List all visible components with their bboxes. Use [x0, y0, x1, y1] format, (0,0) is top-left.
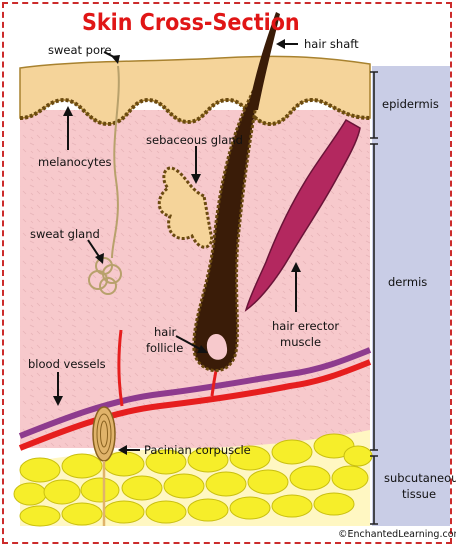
label-hair-erector-line1: hair erector	[272, 319, 339, 333]
diagram-title: Skin Cross-Section	[82, 10, 300, 36]
label-hair-erector-line2: muscle	[280, 335, 321, 349]
label-sebaceous-gland: sebaceous gland	[146, 133, 243, 147]
label-pacinian-corpuscle: Pacinian corpuscle	[144, 443, 251, 457]
hair-bulb	[206, 333, 228, 361]
label-sweat-pore: sweat pore	[48, 43, 112, 57]
label-dermis: dermis	[388, 275, 427, 289]
label-hair-follicle-line1: hair	[154, 325, 177, 339]
label-blood-vessels: blood vessels	[28, 357, 106, 371]
label-melanocytes: melanocytes	[38, 155, 112, 169]
credit-text: ©EnchantedLearning.com	[338, 529, 456, 540]
label-hair-shaft: hair shaft	[304, 37, 359, 51]
label-epidermis: epidermis	[382, 97, 439, 111]
label-subcutaneous-line1: subcutaneous	[384, 471, 456, 485]
label-sweat-gland: sweat gland	[30, 227, 100, 241]
label-subcutaneous-line2: tissue	[402, 487, 436, 501]
label-hair-follicle-line2: follicle	[146, 341, 183, 355]
side-label-panel	[372, 66, 450, 526]
